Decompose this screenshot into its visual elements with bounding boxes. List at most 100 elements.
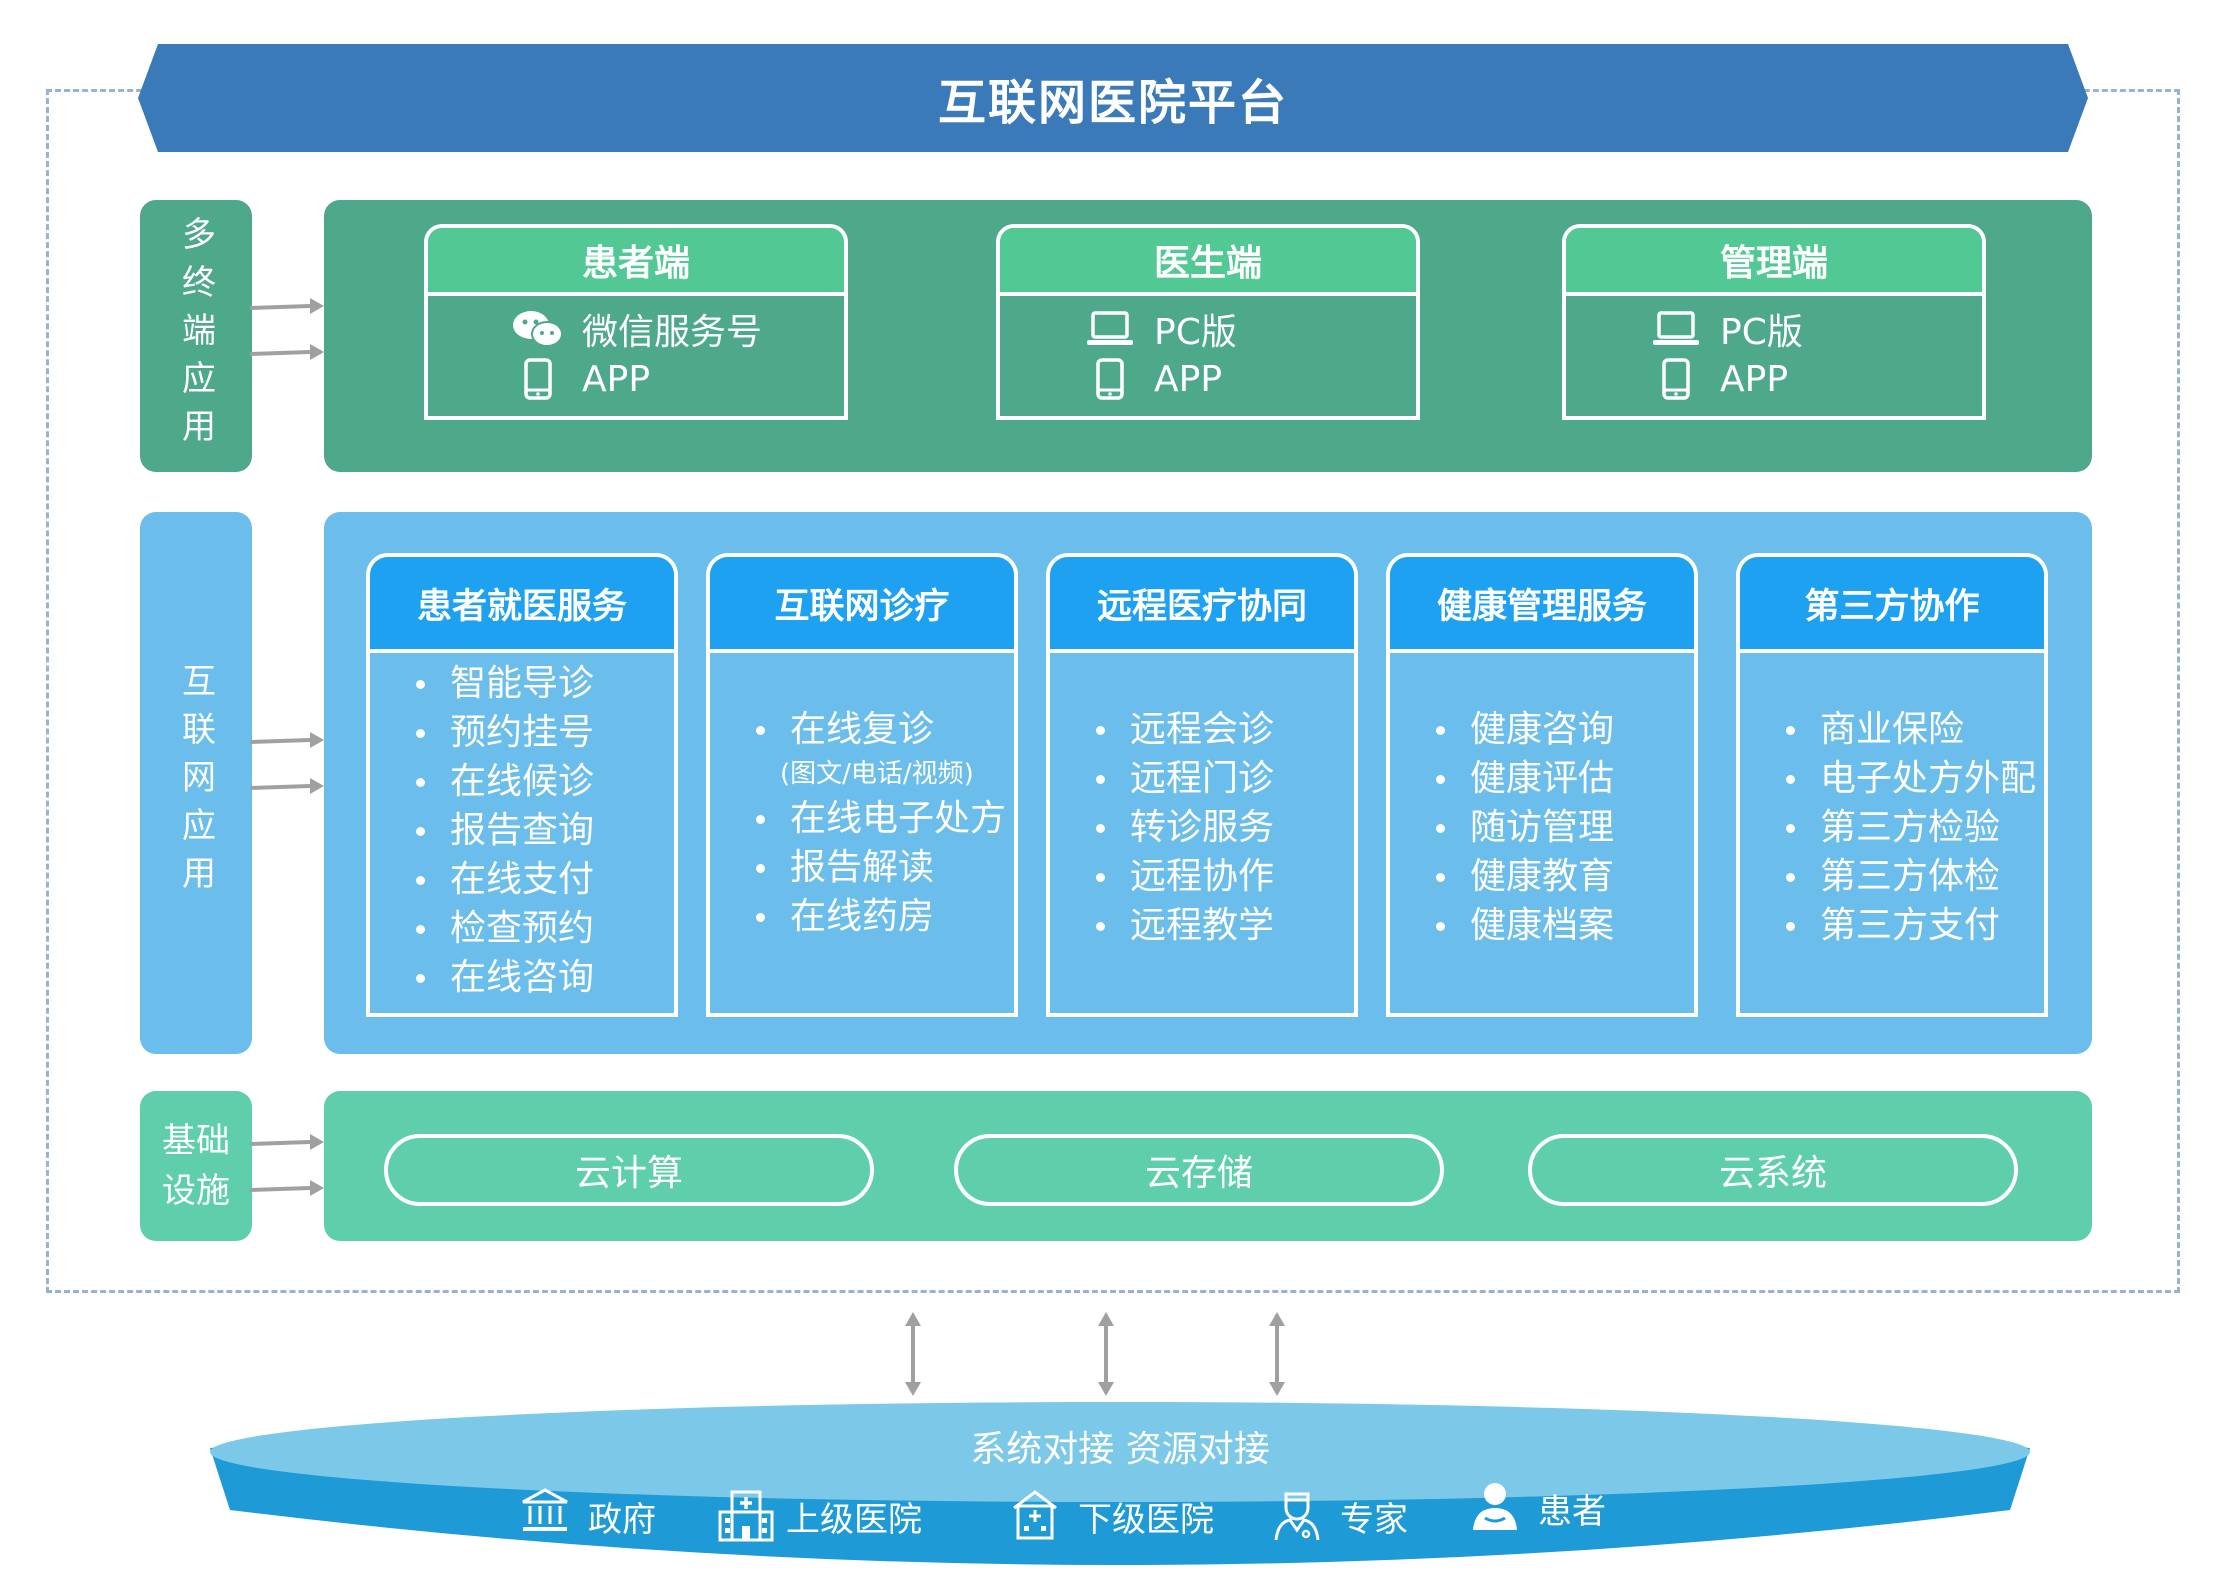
infra-item-cloud-storage: 云存储: [954, 1134, 1444, 1206]
terminal-card-title: 医生端: [1000, 228, 1416, 296]
terminal-row-label: APP: [1154, 358, 1223, 400]
terminal-card-title: 患者端: [428, 228, 844, 296]
service-item: 报告查询: [370, 806, 674, 855]
service-list: 远程会诊 远程门诊 转诊服务 远程协作 远程教学: [1050, 705, 1354, 950]
terminal-row-label: PC版: [1154, 312, 1237, 353]
clinic-icon: [1010, 1488, 1066, 1544]
terminal-row-label: PC版: [1720, 312, 1803, 353]
service-card-remote-care: 远程医疗协同 远程会诊 远程门诊 转诊服务 远程协作 远程教学: [1046, 553, 1358, 1017]
service-card-title: 互联网诊疗: [710, 557, 1014, 653]
service-item: 预约挂号: [370, 708, 674, 757]
service-item: 报告解读: [710, 843, 1014, 892]
service-item: 健康教育: [1390, 852, 1694, 901]
terminal-row: APP: [1084, 354, 1416, 404]
hospital-icon: [718, 1488, 774, 1544]
platform-banner: 互联网医院平台: [138, 44, 2088, 152]
service-list: 健康咨询 健康评估 随访管理 健康教育 健康档案: [1390, 705, 1694, 950]
service-item-note: (图文/电话/视频): [780, 759, 974, 789]
service-card-third-party: 第三方协作 商业保险 电子处方外配 第三方检验 第三方体检 第三方支付: [1736, 553, 2048, 1017]
service-card-health-management: 健康管理服务 健康咨询 健康评估 随访管理 健康教育 健康档案: [1386, 553, 1698, 1017]
service-item: 远程协作: [1050, 852, 1354, 901]
service-item: 在线电子处方: [710, 794, 1014, 843]
service-item: 电子处方外配: [1740, 754, 2044, 803]
phone-icon: [1084, 358, 1136, 400]
internet-arrows: [250, 732, 324, 794]
service-item: 智能导诊: [370, 659, 674, 708]
terminal-card-patient: 患者端 微信服务号 APP: [424, 224, 848, 420]
actor-subordinate-hospital: 下级医院: [1010, 1488, 1214, 1544]
patient-icon: [1470, 1480, 1526, 1536]
laptop-icon: [1650, 309, 1702, 349]
actor-label: 上级医院: [786, 1499, 922, 1540]
terminal-arrows: [250, 298, 324, 360]
terminal-card-admin: 管理端 PC版 APP: [1562, 224, 1986, 420]
infra-item-cloud-system: 云系统: [1528, 1134, 2018, 1206]
government-icon: [520, 1488, 576, 1544]
terminal-row: APP: [512, 354, 844, 404]
service-list: 在线复诊 (图文/电话/视频) 在线电子处方 报告解读 在线药房: [710, 705, 1014, 941]
service-card-title: 患者就医服务: [370, 557, 674, 653]
side-label-internet: 互联网应用: [140, 512, 252, 1054]
actor-label: 政府: [588, 1499, 656, 1540]
disk-title: 系统对接 资源对接: [970, 1429, 1270, 1470]
doctor-icon: [1272, 1488, 1328, 1544]
infra-panel: [324, 1091, 2092, 1241]
side-label-infra-line1: 基础: [162, 1121, 230, 1161]
service-item: 健康评估: [1390, 754, 1694, 803]
service-item: 在线咨询: [370, 953, 674, 1002]
terminal-row: PC版: [1084, 304, 1416, 354]
side-label-infra-line2: 设施: [162, 1171, 230, 1211]
infra-item-cloud-compute: 云计算: [384, 1134, 874, 1206]
actor-label: 下级医院: [1078, 1499, 1214, 1540]
wechat-icon: [512, 309, 564, 349]
side-label-internet-text: 互联网应用: [175, 663, 216, 903]
terminal-row-label: 微信服务号: [582, 312, 763, 353]
laptop-icon: [1084, 309, 1136, 349]
actor-expert: 专家: [1272, 1488, 1408, 1544]
service-item: 远程教学: [1050, 901, 1354, 950]
terminal-row: APP: [1650, 354, 1982, 404]
terminal-card-doctor: 医生端 PC版 APP: [996, 224, 1420, 420]
banner-shape: [138, 44, 2088, 152]
service-item: 检查预约: [370, 904, 674, 953]
service-item: 健康咨询: [1390, 705, 1694, 754]
phone-icon: [1650, 358, 1702, 400]
terminal-card-title: 管理端: [1566, 228, 1982, 296]
actor-superior-hospital: 上级医院: [718, 1488, 922, 1544]
actor-label: 患者: [1538, 1491, 1606, 1532]
service-item: 在线药房: [710, 892, 1014, 941]
infra-arrows: [250, 1134, 324, 1196]
service-item: 商业保险: [1740, 705, 2044, 754]
service-item: 在线候诊: [370, 757, 674, 806]
side-label-terminal: 多终端应用: [140, 200, 252, 472]
service-item: 第三方体检: [1740, 852, 2044, 901]
service-item: 健康档案: [1390, 901, 1694, 950]
service-item: 第三方检验: [1740, 803, 2044, 852]
terminal-row: 微信服务号: [512, 304, 844, 354]
service-list: 智能导诊 预约挂号 在线候诊 报告查询 在线支付 检查预约 在线咨询: [370, 659, 674, 1002]
connection-arrows: [905, 1312, 1285, 1396]
actor-government: 政府: [520, 1488, 656, 1544]
service-item: 第三方支付: [1740, 901, 2044, 950]
actor-label: 专家: [1340, 1499, 1408, 1540]
terminal-row: PC版: [1650, 304, 1982, 354]
service-item: 转诊服务: [1050, 803, 1354, 852]
disk-shape: [210, 1402, 2030, 1565]
service-list: 商业保险 电子处方外配 第三方检验 第三方体检 第三方支付: [1740, 705, 2044, 950]
service-item: 在线复诊: [710, 705, 1014, 754]
service-item: 随访管理: [1390, 803, 1694, 852]
platform-title: 互联网医院平台: [937, 75, 1288, 131]
service-card-title: 健康管理服务: [1390, 557, 1694, 653]
phone-icon: [512, 358, 564, 400]
resource-disk: 系统对接 资源对接 政府 上级医院 下级医院 专家 患者: [210, 1400, 2030, 1575]
actor-patient: 患者: [1470, 1480, 1606, 1536]
service-card-patient-care: 患者就医服务 智能导诊 预约挂号 在线候诊 报告查询 在线支付 检查预约 在线咨…: [366, 553, 678, 1017]
side-label-terminal-text: 多终端应用: [175, 216, 216, 456]
service-card-online-diagnosis: 互联网诊疗 在线复诊 (图文/电话/视频) 在线电子处方 报告解读 在线药房: [706, 553, 1018, 1017]
service-card-title: 远程医疗协同: [1050, 557, 1354, 653]
service-card-title: 第三方协作: [1740, 557, 2044, 653]
terminal-row-label: APP: [582, 358, 651, 400]
service-item: 在线支付: [370, 855, 674, 904]
side-label-infra: 基础 设施: [140, 1091, 252, 1241]
service-item: 远程门诊: [1050, 754, 1354, 803]
